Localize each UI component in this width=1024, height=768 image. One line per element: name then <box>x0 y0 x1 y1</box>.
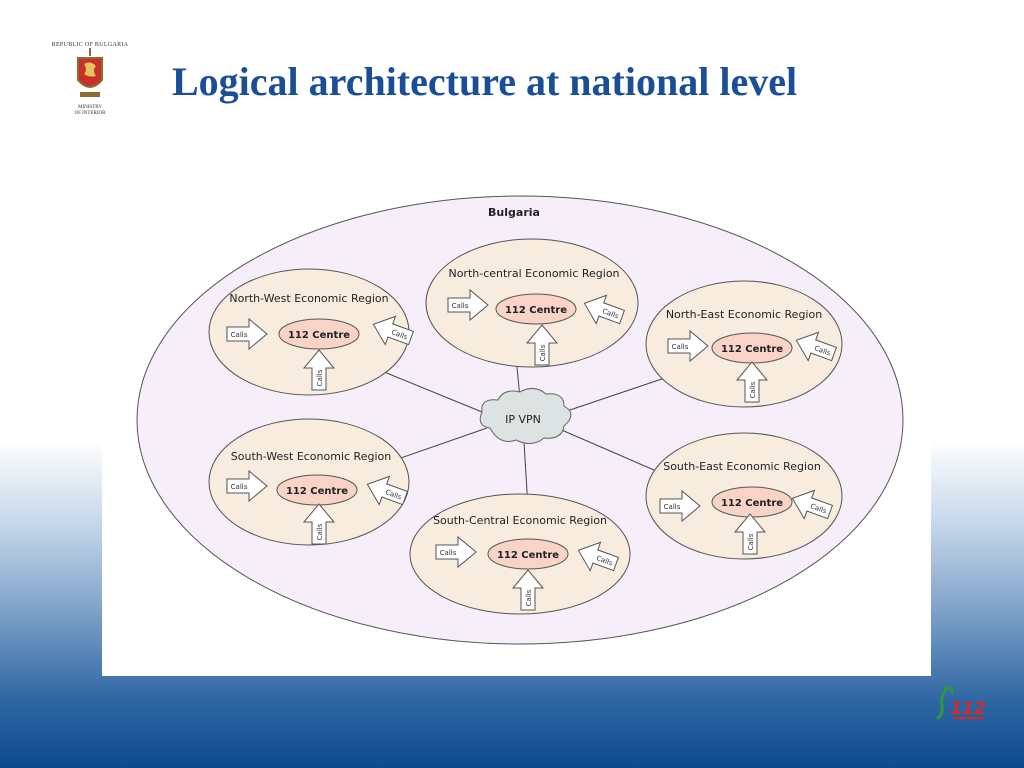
region-name: South-East Economic Region <box>663 460 821 473</box>
ip-vpn-cloud: IP VPN <box>479 388 572 444</box>
ministry-logo: Republic of Bulgaria Ministry of Interio… <box>50 42 130 122</box>
calls-arrow-bottom: Calls <box>734 513 766 555</box>
svg-text:Calls: Calls <box>664 503 681 511</box>
svg-text:Calls: Calls <box>539 344 547 361</box>
calls-arrow-left: Calls <box>435 536 477 568</box>
hub-label: IP VPN <box>505 413 541 426</box>
centre-node <box>495 293 577 325</box>
calls-arrow-bottom: Calls <box>736 361 768 403</box>
svg-text:Calls: Calls <box>525 589 533 606</box>
centre-label: 112 Centre <box>497 550 559 561</box>
centre-node <box>278 318 360 350</box>
logo-bottom-line2: of Interior <box>74 111 106 116</box>
calls-arrow-left: Calls <box>667 330 709 362</box>
region-nw: North-West Economic Region 112 Centre Ca… <box>208 268 417 396</box>
svg-text:Calls: Calls <box>231 331 248 339</box>
calls-arrow-bottom: Calls <box>526 324 558 366</box>
centre-label: 112 Centre <box>286 486 348 497</box>
calls-arrow-bottom: Calls <box>512 569 544 611</box>
region-name: North-East Economic Region <box>666 308 822 321</box>
region-nc: North-central Economic Region 112 Centre… <box>425 238 639 368</box>
region-se: South-East Economic Region 112 Centre Ca… <box>645 432 843 560</box>
logo-bottom-line1: Ministry <box>78 105 102 110</box>
svg-text:Calls: Calls <box>316 369 324 386</box>
architecture-diagram: Bulgaria North-West Economic Region 112 … <box>136 195 904 645</box>
calls-arrow-right: Calls <box>572 535 622 579</box>
calls-arrow-right: Calls <box>790 325 840 369</box>
diagram-panel: Bulgaria North-West Economic Region 112 … <box>102 136 931 676</box>
coat-of-arms-icon <box>77 48 103 97</box>
region-name: South-Central Economic Region <box>433 514 607 527</box>
centre-label: 112 Centre <box>288 330 350 341</box>
region-sw: South-West Economic Region 112 Centre Ca… <box>208 418 411 546</box>
centre-label: 112 Centre <box>721 498 783 509</box>
centre-node <box>276 474 358 506</box>
calls-arrow-right: Calls <box>367 309 417 353</box>
calls-arrow-left: Calls <box>659 490 701 522</box>
svg-text:Calls: Calls <box>672 343 689 351</box>
centre-label: 112 Centre <box>505 305 567 316</box>
svg-text:Calls: Calls <box>440 549 457 557</box>
region-sc: South-Central Economic Region 112 Centre… <box>409 493 631 615</box>
svg-text:Calls: Calls <box>747 533 755 550</box>
svg-text:Calls: Calls <box>452 302 469 310</box>
region-name: South-West Economic Region <box>231 450 391 463</box>
svg-text:Calls: Calls <box>316 523 324 540</box>
brand-label: 112 <box>950 699 986 719</box>
calls-arrow-left: Calls <box>226 470 268 502</box>
svg-text:Calls: Calls <box>231 483 248 491</box>
calls-arrow-right: Calls <box>786 483 836 527</box>
region-name: North-West Economic Region <box>229 292 388 305</box>
centre-node <box>487 538 569 570</box>
calls-arrow-left: Calls <box>226 318 268 350</box>
svg-text:Calls: Calls <box>749 381 757 398</box>
centre-label: 112 Centre <box>721 344 783 355</box>
calls-arrow-right: Calls <box>361 469 411 513</box>
country-label: Bulgaria <box>488 206 540 219</box>
calls-arrow-bottom: Calls <box>303 503 335 545</box>
region-ne: North-East Economic Region 112 Centre Ca… <box>645 280 843 408</box>
calls-arrow-right: Calls <box>578 288 628 332</box>
calls-arrow-bottom: Calls <box>303 349 335 391</box>
emergency-112-logo: 112 <box>936 686 986 720</box>
page-title: Logical architecture at national level <box>172 59 798 104</box>
calls-arrow-left: Calls <box>447 289 489 321</box>
logo-top-text: Republic of Bulgaria <box>51 42 129 48</box>
region-name: North-central Economic Region <box>448 267 619 280</box>
